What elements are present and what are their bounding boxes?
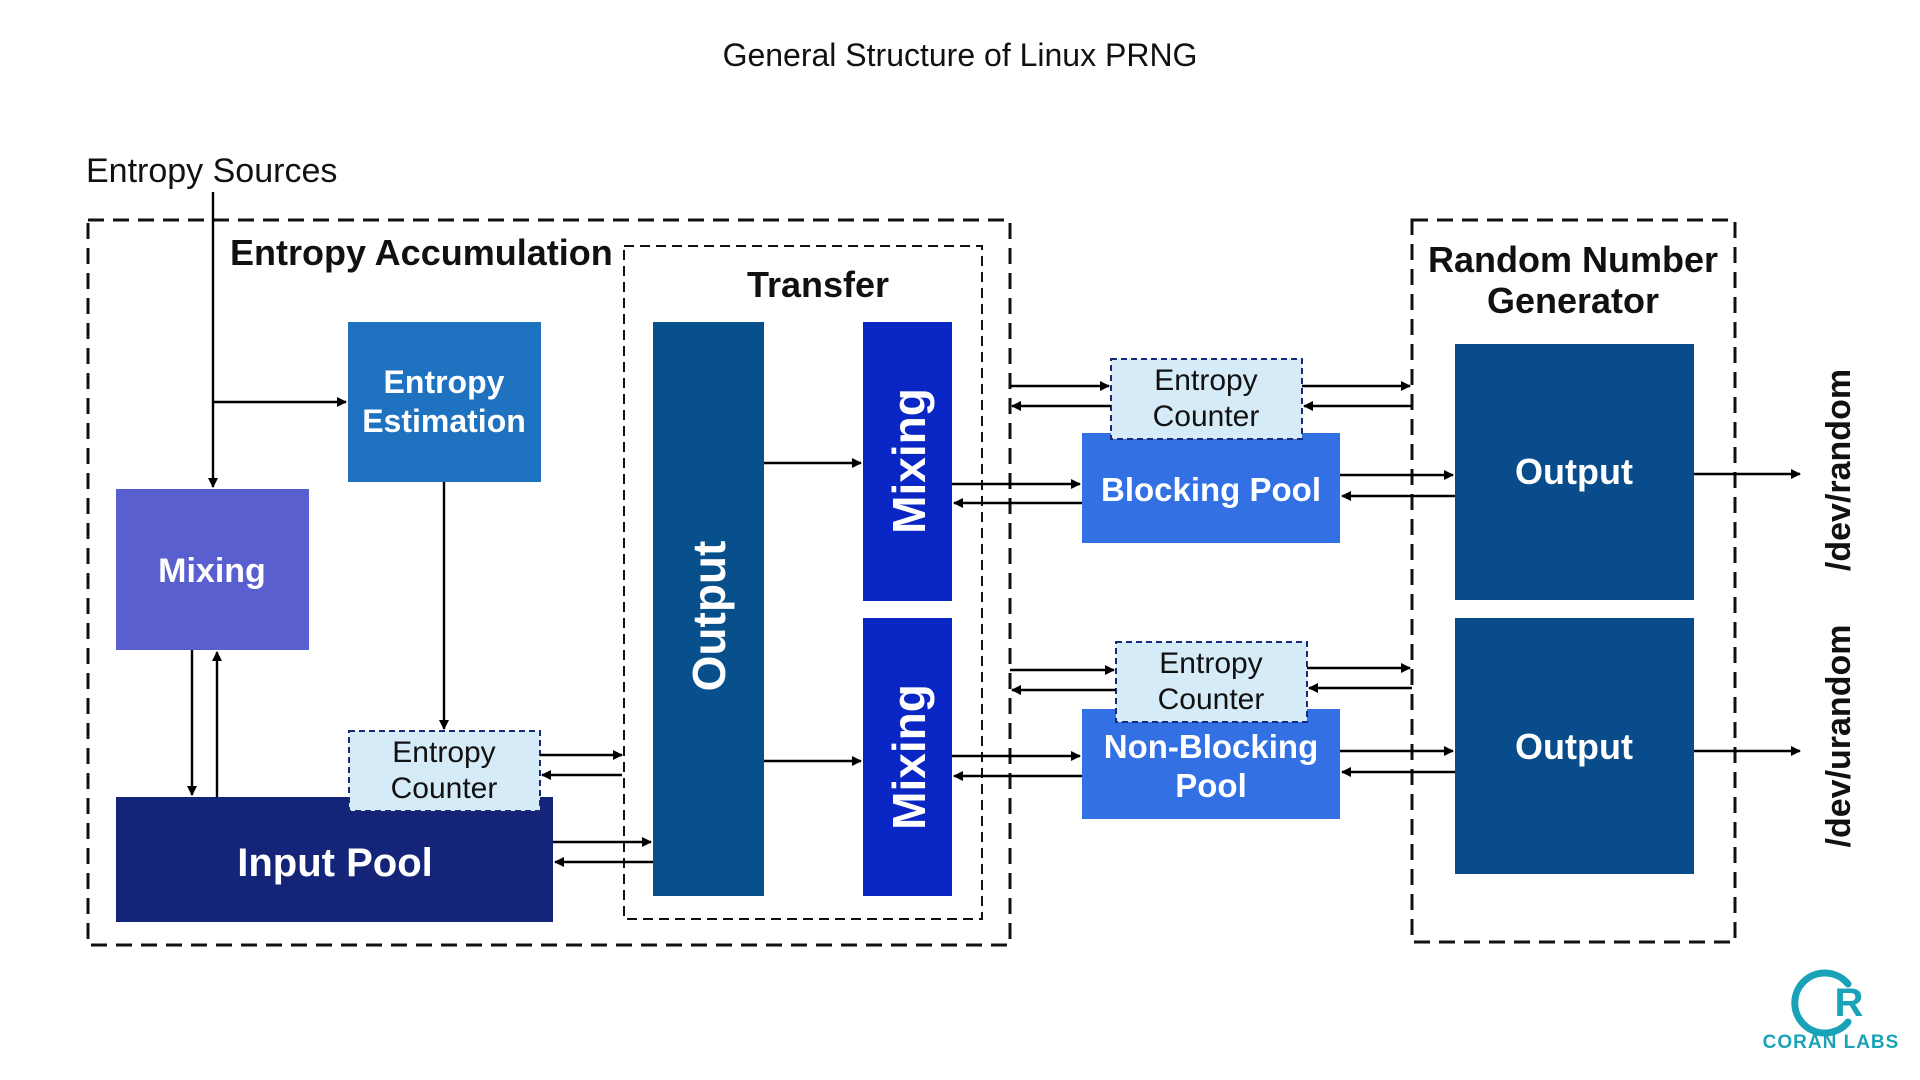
entropy-estimation-box bbox=[348, 322, 541, 482]
input-pool-label: Input Pool bbox=[237, 841, 433, 885]
dev-random-label: /dev/random bbox=[1820, 369, 1858, 571]
nonblocking-pool-label-2: Pool bbox=[1175, 767, 1247, 804]
entropy-counter-input-line1: Entropy bbox=[392, 736, 495, 769]
rng-title-line1: Random Number bbox=[1428, 239, 1718, 280]
input-pool-box bbox=[116, 797, 553, 922]
transfer-output-box bbox=[653, 322, 764, 896]
mixing-top-label: Mixing bbox=[883, 388, 935, 534]
diagram-title: General Structure of Linux PRNG bbox=[723, 37, 1198, 73]
connector-arrows bbox=[187, 192, 1801, 867]
entropy-counter-blocking-line1: Entropy bbox=[1154, 364, 1257, 397]
transfer-title: Transfer bbox=[747, 264, 889, 305]
dev-urandom-label: /dev/urandom bbox=[1820, 625, 1858, 848]
rng-title-line2: Generator bbox=[1487, 280, 1659, 321]
coran-labs-logo: R CORAN LABS bbox=[1763, 969, 1900, 1053]
logo-letter: R bbox=[1835, 981, 1864, 1025]
accumulation-title: Entropy Accumulation bbox=[230, 232, 613, 273]
entropy-counter-input bbox=[348, 730, 541, 812]
entropy-counter-blocking-line2: Counter bbox=[1153, 400, 1260, 433]
blocking-pool-label: Blocking Pool bbox=[1101, 471, 1321, 508]
mixing-bottom-label: Mixing bbox=[883, 684, 935, 830]
transfer-group bbox=[623, 245, 983, 920]
transfer-output-label: Output bbox=[683, 541, 735, 692]
rng-group bbox=[1410, 218, 1737, 944]
entropy-counter-input-line2: Counter bbox=[391, 772, 498, 805]
rng-output-bottom-box bbox=[1455, 618, 1694, 874]
entropy-counter-nonblocking-line1: Entropy bbox=[1159, 647, 1262, 680]
mixing-bottom-box bbox=[863, 618, 952, 896]
blocking-pool-box bbox=[1082, 433, 1340, 543]
rng-output-bottom-label: Output bbox=[1515, 726, 1633, 767]
entropy-counter-blocking bbox=[1110, 358, 1303, 440]
mixing-accumulation-box bbox=[116, 489, 309, 650]
mixing-top-box bbox=[863, 322, 952, 601]
entropy-estimation-label-2: Estimation bbox=[362, 403, 526, 439]
entropy-counter-nonblocking-line2: Counter bbox=[1158, 683, 1265, 716]
mixing-accumulation-label: Mixing bbox=[158, 552, 266, 590]
logo-arc-icon bbox=[1791, 969, 1852, 1037]
nonblocking-pool-box bbox=[1082, 709, 1340, 819]
entropy-sources-label: Entropy Sources bbox=[86, 152, 337, 190]
entropy-counter-nonblocking bbox=[1115, 641, 1308, 723]
entropy-accumulation-group bbox=[86, 218, 1012, 947]
rng-output-top-box bbox=[1455, 344, 1694, 600]
nonblocking-pool-label-1: Non-Blocking bbox=[1104, 728, 1318, 765]
logo-name: CORAN LABS bbox=[1763, 1032, 1900, 1053]
entropy-estimation-label-1: Entropy bbox=[384, 364, 505, 400]
rng-output-top-label: Output bbox=[1515, 451, 1633, 492]
